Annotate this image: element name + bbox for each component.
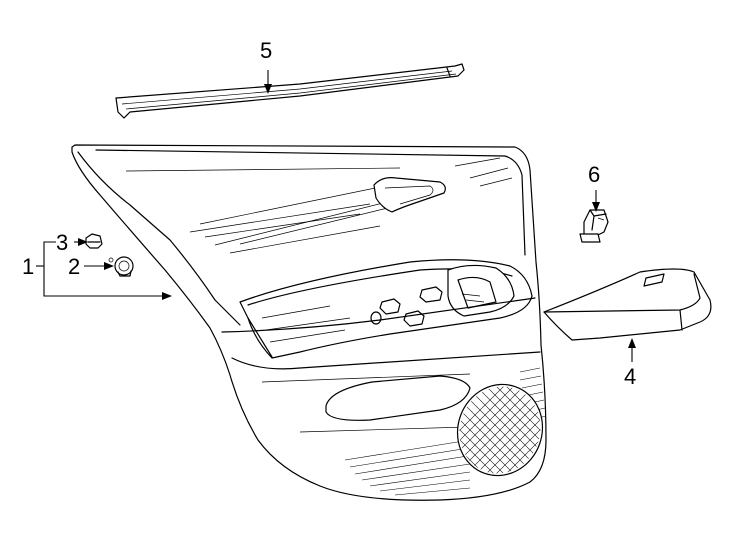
callout-6: 6 [588,162,600,187]
callout-2: 2 [68,254,80,279]
window-switch [579,209,609,243]
callout-1: 1 [22,254,34,279]
callout-4: 4 [624,364,636,389]
leader-lines [36,70,636,362]
push-retainer-clip [108,256,134,277]
door-trim-panel [71,144,553,501]
callout-3: 3 [56,230,68,255]
belt-weatherstrip [115,63,465,119]
retainer-clip [85,233,103,249]
callout-5: 5 [260,38,272,63]
armrest-cover [543,268,712,341]
